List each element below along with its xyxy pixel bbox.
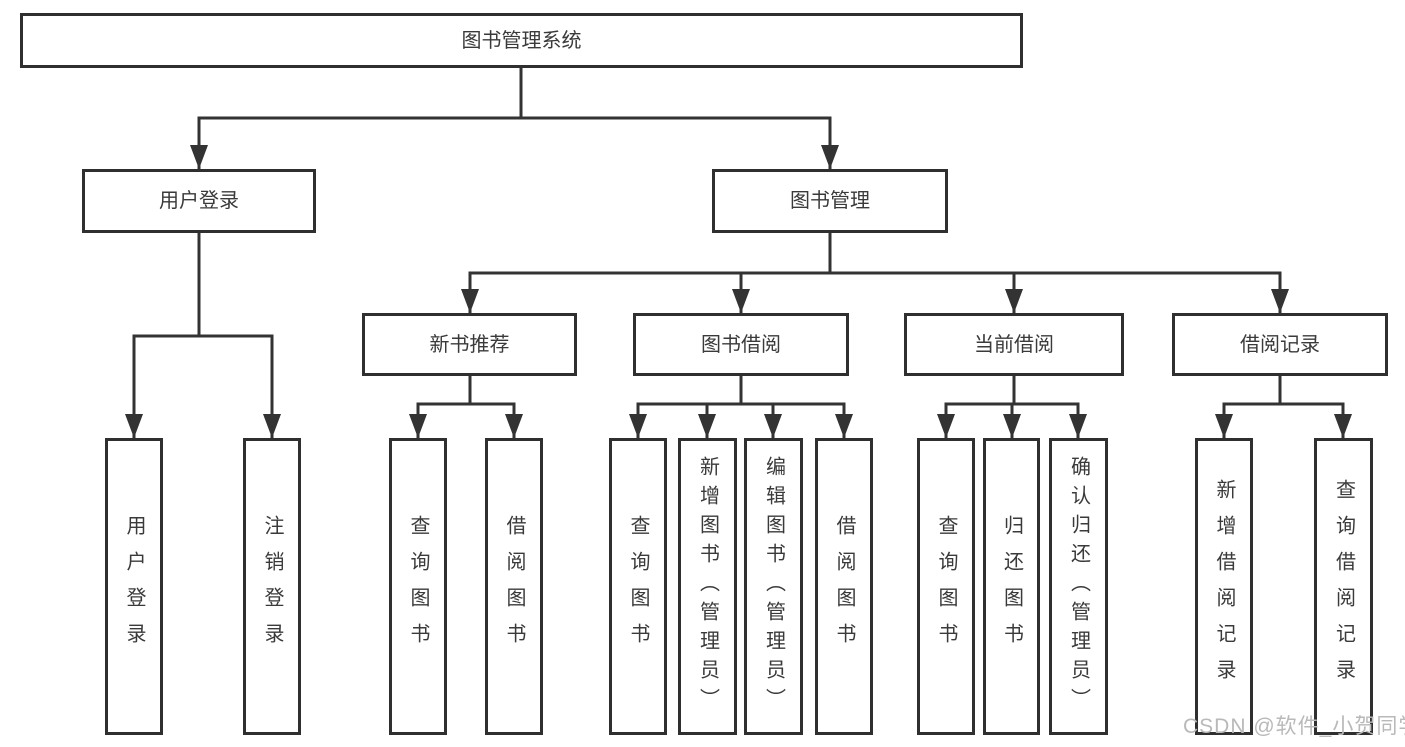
node-book-borrow: 图书借阅	[633, 313, 849, 376]
leaf-borrow-book: 借阅图书	[815, 438, 873, 735]
leaf-logout-label: 注销登录	[261, 514, 283, 659]
node-root-label: 图书管理系统	[461, 29, 582, 52]
leaf-query-book-borrow-label: 查询图书	[627, 514, 649, 659]
leaf-edit-book-admin-label: 编辑图书（管理员）	[762, 456, 785, 717]
leaf-confirm-return-admin: 确认归还（管理员）	[1049, 438, 1108, 735]
node-book-management-label: 图书管理	[790, 190, 870, 212]
node-current-borrow-label: 当前借阅	[974, 333, 1054, 356]
node-book-management: 图书管理	[712, 169, 948, 233]
leaf-query-borrow-record: 查询借阅记录	[1314, 438, 1373, 735]
leaf-query-book-current-label: 查询图书	[935, 514, 957, 659]
leaf-query-borrow-record-label: 查询借阅记录	[1332, 478, 1355, 695]
leaf-query-book-recommend: 查询图书	[389, 438, 447, 735]
leaf-add-book-admin-label: 新增图书（管理员）	[696, 456, 719, 717]
watermark: CSDN @软件_小贺同学	[1183, 715, 1405, 738]
node-user-login: 用户登录	[82, 169, 316, 233]
leaf-return-book: 归还图书	[983, 438, 1040, 735]
leaf-borrow-book-recommend-label: 借阅图书	[503, 514, 525, 659]
leaf-confirm-return-admin-label: 确认归还（管理员）	[1067, 456, 1090, 717]
node-new-book-recommend-label: 新书推荐	[429, 333, 510, 356]
leaf-add-borrow-record: 新增借阅记录	[1195, 438, 1253, 735]
leaf-add-borrow-record-label: 新增借阅记录	[1213, 478, 1235, 695]
leaf-borrow-book-recommend: 借阅图书	[485, 438, 543, 735]
leaf-borrow-book-label: 借阅图书	[833, 514, 855, 659]
node-new-book-recommend: 新书推荐	[362, 313, 577, 376]
leaf-query-book-current: 查询图书	[917, 438, 975, 735]
leaf-user-login-label: 用户登录	[123, 514, 145, 659]
node-borrow-records-label: 借阅记录	[1240, 333, 1320, 356]
leaf-return-book-label: 归还图书	[1000, 514, 1023, 659]
node-root: 图书管理系统	[20, 13, 1023, 68]
leaf-add-book-admin: 新增图书（管理员）	[678, 438, 737, 735]
node-user-login-label: 用户登录	[159, 190, 239, 212]
node-book-borrow-label: 图书借阅	[701, 333, 781, 356]
leaf-edit-book-admin: 编辑图书（管理员）	[744, 438, 803, 735]
leaf-logout: 注销登录	[243, 438, 301, 735]
leaf-query-book-borrow: 查询图书	[609, 438, 667, 735]
node-borrow-records: 借阅记录	[1172, 313, 1388, 376]
leaf-query-book-recommend-label: 查询图书	[407, 514, 429, 659]
node-current-borrow: 当前借阅	[904, 313, 1124, 376]
leaf-user-login: 用户登录	[105, 438, 163, 735]
